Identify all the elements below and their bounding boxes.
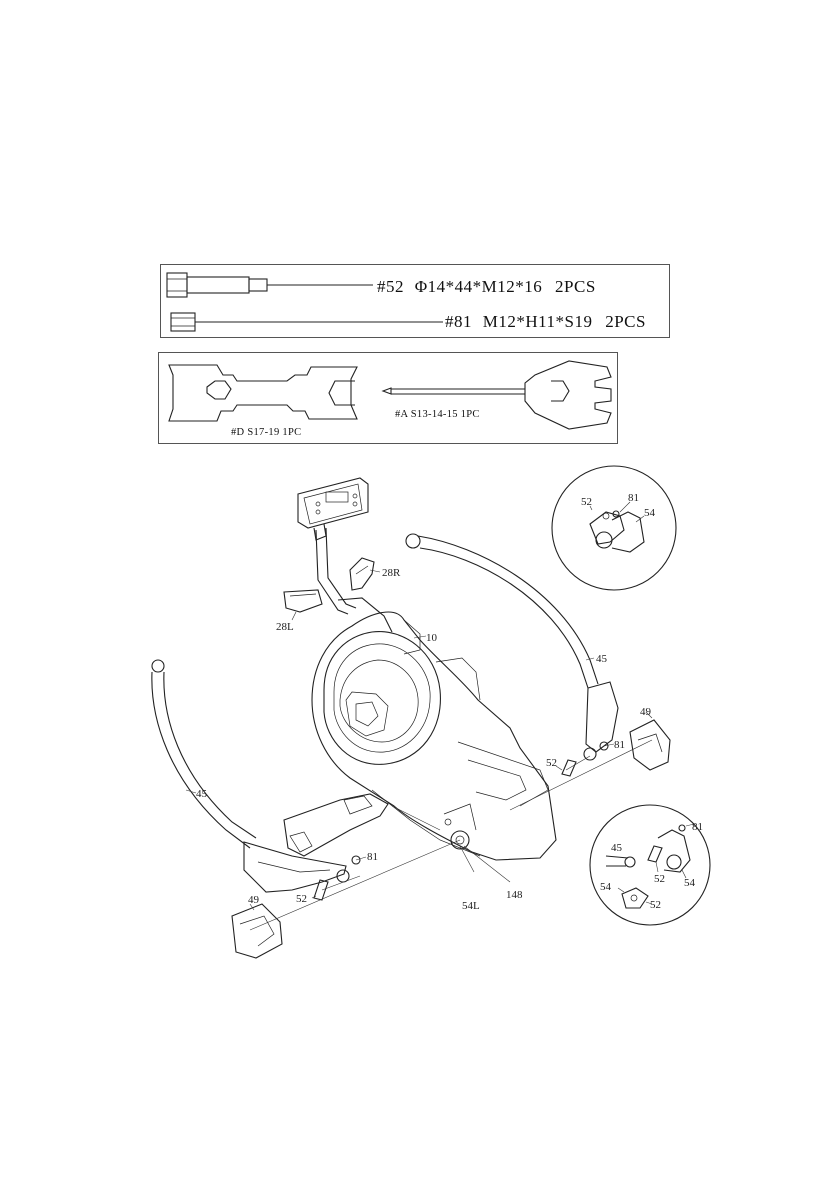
detail-circle-bottom: 45 81 52 54 54 52 [590,805,710,925]
part-labels: 10 28R 28L 45 45 49 49 52 52 81 81 54L 1… [196,567,652,912]
right-wheel-cap-icon [630,720,670,770]
label-49-left: 49 [248,894,260,906]
frame-shroud-icon [312,612,556,860]
left-stabilizer-icon [152,660,346,892]
handlebar-post-icon [316,528,392,632]
detail-top-52: 52 [581,496,592,508]
detail-bottom-81: 81 [692,821,703,833]
detail-top-81: 81 [628,492,639,504]
label-54l: 54L [462,900,480,912]
left-wheel-cap-icon [232,904,282,958]
label-81-left: 81 [367,851,378,863]
detail-bottom-52b: 52 [650,899,661,911]
label-10: 10 [426,632,438,644]
label-148: 148 [506,889,523,901]
label-45-right: 45 [596,653,608,665]
label-45-left: 45 [196,788,208,800]
right-bolt-icon [562,748,596,776]
detail-bottom-54b: 54 [600,881,612,893]
label-52-left: 52 [296,893,307,905]
detail-circle-top: 52 81 54 [552,466,676,590]
detail-bottom-54a: 54 [684,877,696,889]
front-stabilizer-icon [284,794,388,856]
detail-bottom-52: 52 [654,873,665,885]
label-49-right: 49 [640,706,652,718]
label-28r: 28R [382,567,401,579]
handgrip-right-icon [350,558,374,590]
label-81-right: 81 [614,739,625,751]
detail-bottom-45: 45 [611,842,623,854]
console-icon [298,478,368,540]
label-28l: 28L [276,621,294,633]
handgrip-left-icon [284,590,322,612]
label-52-right: 52 [546,757,557,769]
detail-top-54: 54 [644,507,656,519]
